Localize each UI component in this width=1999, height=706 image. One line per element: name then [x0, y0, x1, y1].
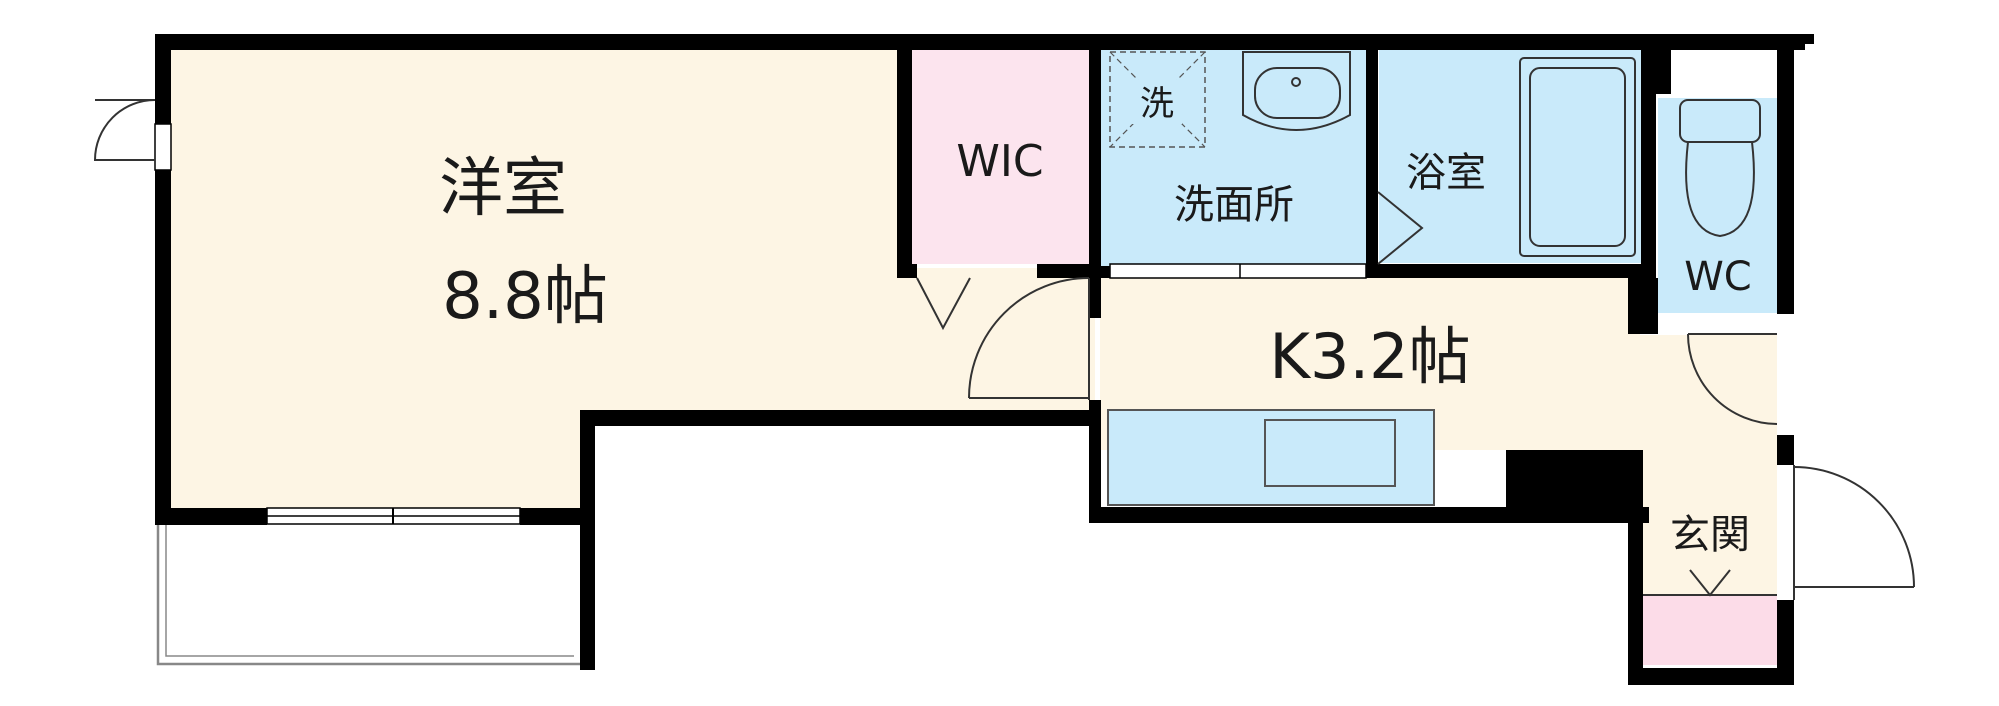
washroom-window: [1109, 263, 1367, 279]
washroom-label: 洗面所: [1174, 182, 1294, 228]
western-room-name: 洋室: [439, 152, 567, 226]
bath-label: 浴室: [1406, 150, 1486, 196]
walls: [155, 34, 1814, 685]
washer-mark: 洗: [1140, 84, 1174, 124]
doors: [93, 99, 1915, 600]
bath-floor: [1379, 48, 1641, 263]
toilet-icon: [1679, 99, 1761, 238]
wic-label: WIC: [956, 136, 1043, 187]
washbasin-icon: [1242, 51, 1351, 131]
bathtub-icon: [1519, 57, 1636, 257]
shoe-storage: [1640, 595, 1777, 665]
sink-basin: [1264, 419, 1396, 487]
western-room-size: 8.8帖: [442, 260, 608, 334]
western-room-floor: [170, 48, 1095, 510]
left-window: [154, 123, 172, 171]
balcony-rail: [156, 520, 584, 666]
toilet-floor: [1658, 98, 1778, 313]
washer-space: 洗: [1109, 51, 1206, 148]
entrance-label: 玄関: [1670, 512, 1750, 558]
entrance-floor: [1640, 450, 1777, 595]
kitchen-floor: [1100, 278, 1777, 450]
kitchen-label: K3.2帖: [1269, 320, 1470, 393]
kitchen-counter: [1107, 409, 1435, 506]
wic-floor: [912, 48, 1092, 264]
balcony-window: [266, 507, 521, 525]
toilet-label: WC: [1684, 254, 1751, 300]
